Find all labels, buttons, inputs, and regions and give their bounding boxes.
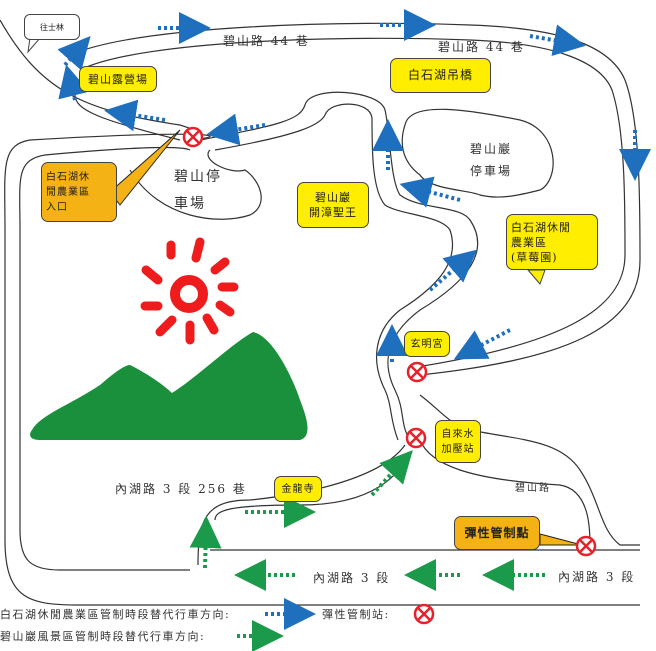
poi-water-station-label-2: 加壓站 xyxy=(441,443,475,455)
poi-flexible-control-label: 彈性管制點 xyxy=(464,525,530,540)
road-label-bishan-road: 碧山路 xyxy=(515,483,551,494)
poi-baishihu-bridge-label: 白石湖吊橋 xyxy=(407,68,473,82)
legend-blue-route-label: 白石湖休閒農業區管制時段替代行車方向: xyxy=(0,608,231,621)
bishan-parking-label-2: 車場 xyxy=(174,196,206,212)
poi-strawberry-label-3: (草莓園) xyxy=(511,250,558,264)
poi-bishan-campground: 碧山露營場 xyxy=(79,66,157,92)
strawberry-callout-tail xyxy=(526,269,546,285)
bishanyan-parking-label-1: 碧山巖 xyxy=(470,142,513,156)
blue-alternate-route xyxy=(57,9,651,362)
poi-bishanyan-temple: 碧山巖 開漳聖王 xyxy=(297,182,369,228)
bishan-parking-label-1: 碧山停 xyxy=(174,169,222,185)
control-station-icon xyxy=(575,535,597,557)
control-station-icon xyxy=(406,361,428,383)
bishanyan-parking-label-2: 停車場 xyxy=(470,164,513,178)
poi-xuanming-temple-label: 玄明宮 xyxy=(410,338,444,350)
poi-strawberry-label-1: 白石湖休閒 xyxy=(511,220,571,234)
poi-water-station-label-1: 自來水 xyxy=(441,428,475,440)
legend-control-station-icon xyxy=(413,603,435,625)
poi-baishihu-bridge: 白石湖吊橋 xyxy=(390,58,491,93)
poi-entrance-label-3: 入口 xyxy=(46,201,68,213)
road-label-neihu-3-left: 內湖路 3 段 xyxy=(313,571,391,585)
poi-jinlong-temple: 金龍寺 xyxy=(274,476,322,502)
poi-flexible-control-point: 彈性管制點 xyxy=(454,516,540,550)
poi-farm-entrance: 白石湖休 閒農業區 入口 xyxy=(41,162,117,222)
control-stations xyxy=(182,126,597,625)
flexible-control-callout-tail xyxy=(539,533,583,546)
poi-strawberry-farm: 白石湖休閒 農業區 (草莓園) xyxy=(506,214,598,270)
road-label-bishan-44-left: 碧山路 44 巷 xyxy=(223,34,310,48)
poi-jinlong-temple-label: 金龍寺 xyxy=(281,483,315,495)
road-label-bishan-44-right: 碧山路 44 巷 xyxy=(438,40,525,54)
control-station-icon xyxy=(405,427,427,449)
entrance-callout-tail xyxy=(109,129,181,206)
poi-entrance-label-1: 白石湖休 xyxy=(46,171,90,183)
legend-control-station-label: 彈性管制站: xyxy=(322,608,390,621)
road-label-neihu-256: 內湖路 3 段 256 巷 xyxy=(115,482,247,496)
poi-shilin: 往士林 xyxy=(24,14,80,40)
road-network xyxy=(0,19,641,606)
poi-xuanming-temple: 玄明宮 xyxy=(404,331,450,357)
shilin-callout-tail xyxy=(27,37,42,54)
mountain-icon xyxy=(30,332,308,440)
poi-bishanyan-temple-label-1: 碧山巖 xyxy=(315,191,351,204)
green-alternate-route xyxy=(189,450,545,591)
poi-bishan-campground-label: 碧山露營場 xyxy=(88,72,148,86)
poi-shilin-label: 往士林 xyxy=(40,22,64,32)
control-station-icon xyxy=(182,126,204,148)
poi-bishanyan-temple-label-2: 開漳聖王 xyxy=(309,206,357,219)
poi-water-station: 自來水 加壓站 xyxy=(435,420,481,463)
poi-strawberry-label-2: 農業區 xyxy=(511,235,547,249)
road-label-neihu-3-right: 內湖路 3 段 xyxy=(558,570,636,584)
legend-green-route-label: 碧山巖風景區管制時段替代行車方向: xyxy=(0,630,206,643)
poi-entrance-label-2: 閒農業區 xyxy=(46,186,90,198)
sun-icon xyxy=(140,237,239,345)
